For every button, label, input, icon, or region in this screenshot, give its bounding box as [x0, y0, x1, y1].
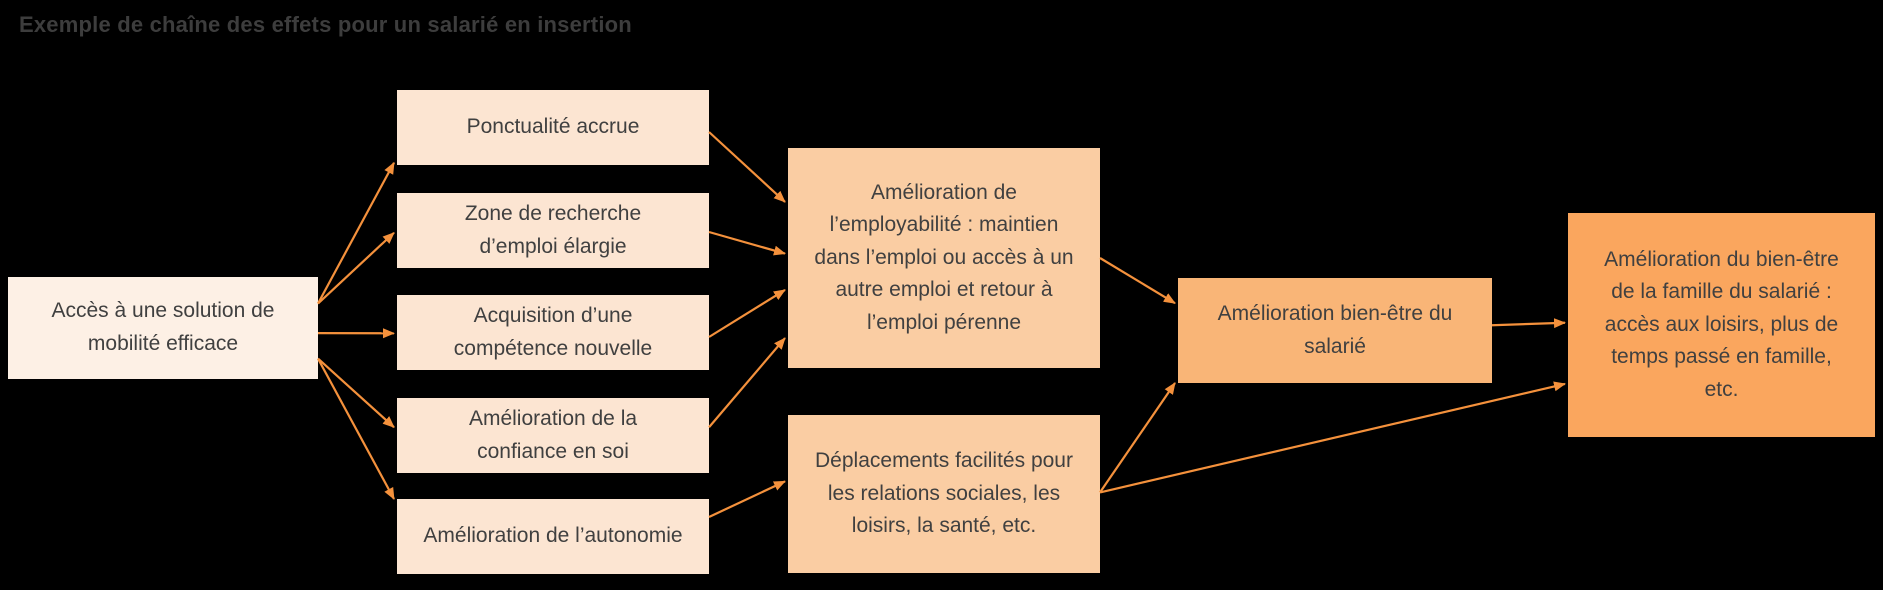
arrow-deplacements-to-famille [1099, 381, 1566, 494]
node-label: Déplacements facilités pour les relation… [815, 449, 1073, 538]
node-label: Amélioration du bien-être de la famille … [1604, 247, 1839, 401]
node-employabilite: Amélioration de l’employabilité : mainti… [788, 148, 1100, 368]
arrow-employabilite-to-bienetre [1099, 257, 1176, 305]
node-label: Zone de recherche d’emploi élargie [464, 201, 642, 258]
node-acquisition-competence: Acquisition d’une compétence nouvelle [397, 295, 709, 370]
arrow-acces-to-zone [317, 231, 395, 305]
arrow-acces-to-autonomie [317, 358, 395, 500]
node-autonomie: Amélioration de l’autonomie [397, 499, 709, 574]
node-bien-etre-famille: Amélioration du bien-être de la famille … [1568, 213, 1875, 437]
node-label: Amélioration bien-être du salarié [1217, 301, 1453, 358]
node-zone-recherche-emploi: Zone de recherche d’emploi élargie [397, 193, 709, 268]
arrow-competence-to-employabilite [708, 288, 786, 338]
arrow-autonomie-to-deplacements [708, 480, 786, 518]
arrow-ponctualite-to-employabilite [708, 131, 786, 203]
node-bien-etre-salarie: Amélioration bien-être du salarié [1178, 278, 1492, 383]
arrow-confiance-to-employabilite [708, 337, 786, 428]
node-label: Ponctualité accrue [466, 115, 640, 139]
node-label: Amélioration de la confiance en soi [468, 406, 638, 463]
arrow-bienetre-to-famille [1491, 318, 1566, 329]
node-label: Amélioration de l’employabilité : mainti… [814, 180, 1074, 334]
arrow-zone-to-employabilite [708, 230, 786, 256]
diagram-title: Exemple de chaîne des effets pour un sal… [19, 12, 632, 37]
node-label: Accès à une solution de mobilité efficac… [51, 299, 275, 355]
arrow-acces-to-confiance [317, 357, 395, 429]
arrow-acces-to-ponctualite [317, 161, 395, 305]
node-label: Acquisition d’une compétence nouvelle [453, 303, 653, 360]
arrow-deplacements-to-bienetre [1099, 382, 1176, 494]
node-ponctualite-accrue: Ponctualité accrue [397, 90, 709, 165]
node-deplacements-facilites: Déplacements facilités pour les relation… [788, 415, 1100, 573]
node-acces-solution-mobilite: Accès à une solution de mobilité efficac… [8, 277, 318, 379]
node-label: Amélioration de l’autonomie [423, 524, 683, 548]
node-confiance-en-soi: Amélioration de la confiance en soi [397, 398, 709, 473]
